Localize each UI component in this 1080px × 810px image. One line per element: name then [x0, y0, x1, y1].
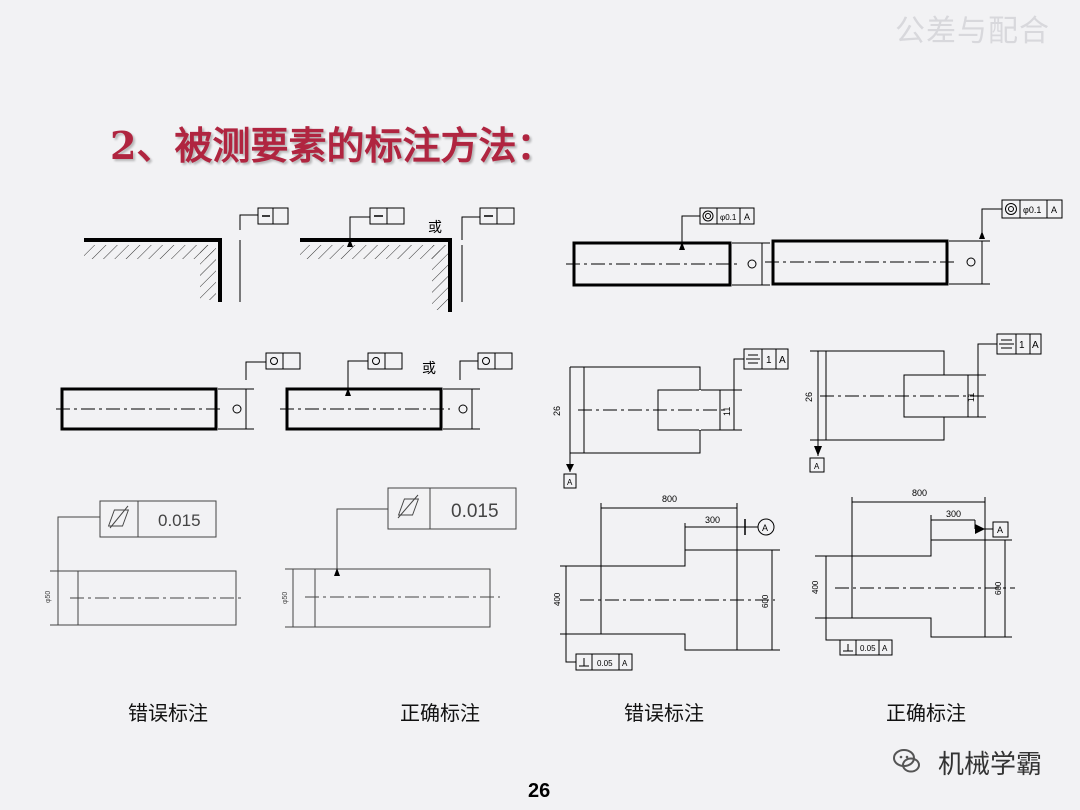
diagram-cylindricity-wrong — [50, 500, 245, 626]
dim-400-left: 400 — [553, 592, 562, 606]
corner-title: 公差与配合 — [895, 14, 1050, 49]
diagram-axis-right — [280, 352, 513, 431]
datum-a-4: A — [567, 478, 573, 487]
dim-400-right: 400 — [811, 580, 820, 594]
caption-wrong-2: 错误标注 — [624, 701, 704, 725]
cylindricity-value-left: 0.015 — [158, 511, 201, 530]
coaxial-value-right: φ0.1 — [1023, 205, 1041, 215]
dim-300-left: 300 — [705, 515, 720, 525]
perp-value-right: 0.05 — [860, 644, 876, 653]
or-label-2: 或 — [422, 360, 436, 376]
caption-wrong-1: 错误标注 — [128, 701, 208, 725]
perp-value-left: 0.05 — [597, 659, 613, 668]
datum-a-1: A — [744, 212, 750, 222]
diagram-symmetry-right — [809, 333, 1042, 473]
caption-right-2: 正确标注 — [886, 701, 966, 725]
datum-a-9: A — [997, 525, 1003, 535]
diagram-cylindricity-right — [285, 487, 517, 628]
or-label-1: 或 — [428, 219, 442, 235]
dim-800-left: 800 — [662, 494, 677, 504]
diagram-surface-wrong — [84, 207, 289, 302]
diagram-perp-wrong — [560, 503, 780, 671]
diagram-coaxial-right — [765, 199, 1063, 286]
datum-a-6: A — [814, 462, 820, 471]
diagram-symmetry-wrong — [563, 348, 789, 489]
diagram-surface-right — [300, 207, 515, 312]
symmetry-value-right: 1 — [1019, 340, 1025, 351]
datum-a-8: A — [622, 659, 628, 668]
page-number: 26 — [528, 780, 551, 802]
symmetry-value-left: 1 — [766, 355, 772, 366]
dim-11-left: 11 — [722, 407, 732, 416]
cylindricity-value-right: 0.015 — [451, 501, 499, 522]
wechat-icon — [893, 749, 920, 773]
datum-a-10: A — [882, 644, 888, 653]
watermark-text: 机械学霸 — [938, 750, 1043, 780]
datum-a-5: A — [1032, 340, 1039, 351]
dim-26-left: 26 — [552, 406, 562, 416]
diagram-coaxial-wrong — [566, 207, 770, 287]
dim-11-right: 11 — [966, 393, 976, 402]
dim-phi50-left: φ50 — [45, 591, 52, 603]
coaxial-value-left: φ0.1 — [720, 213, 737, 222]
datum-a-3: A — [779, 355, 786, 366]
dim-26-right: 26 — [804, 392, 814, 402]
dim-600-right: 600 — [994, 581, 1003, 595]
dim-600-left: 600 — [761, 594, 770, 608]
dim-800-right: 800 — [912, 488, 927, 498]
dim-phi50-right: φ50 — [282, 592, 289, 604]
dim-300-right: 300 — [946, 509, 961, 519]
datum-a-2: A — [1051, 205, 1057, 215]
slide-title: 2、被测要素的标注方法： — [110, 123, 555, 168]
diagram-axis-wrong — [56, 352, 301, 431]
caption-right-1: 正确标注 — [400, 701, 480, 725]
datum-a-7: A — [762, 523, 768, 533]
diagram-perp-right — [815, 497, 1015, 656]
